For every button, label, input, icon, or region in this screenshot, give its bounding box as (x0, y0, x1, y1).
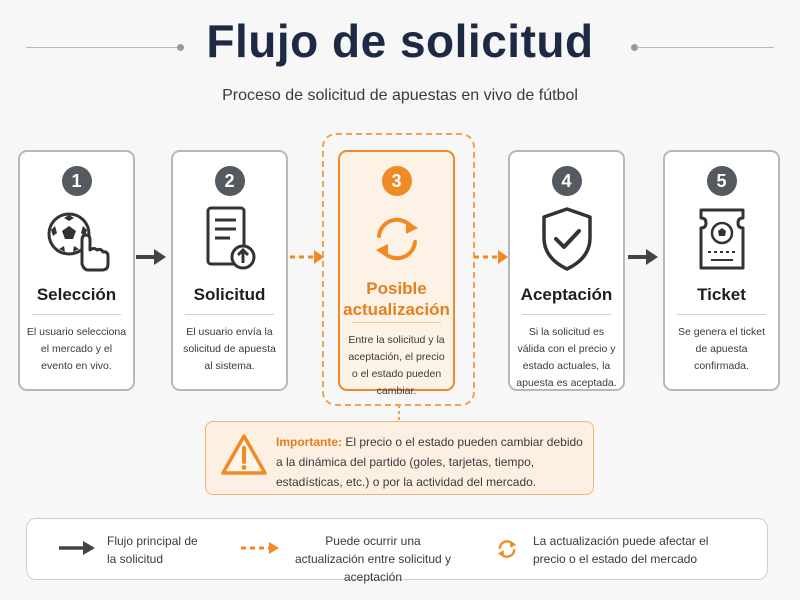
step-description: El usuario envía la solicitud de apuesta… (183, 326, 276, 372)
important-note-lead: Importante: (276, 435, 342, 449)
step-divider (522, 314, 611, 315)
legend-item-impact: La actualización puede afectar el precio… (533, 534, 709, 566)
solid-arrow-icon (59, 541, 95, 555)
document-upload-icon (206, 206, 255, 270)
step-card-ticket: 5 Ticket Se genera el ticket de apuesta … (663, 150, 780, 391)
step-divider (32, 314, 121, 315)
warning-icon (221, 434, 267, 475)
step-name: Solicitud (193, 285, 266, 304)
solid-flow-arrow (628, 249, 658, 265)
dashed-update-arrow (474, 250, 508, 264)
step-number: 3 (381, 166, 412, 196)
soccer-ball-tap-icon (47, 212, 109, 272)
legend: Flujo principal de la solicitud Puede oc… (26, 518, 768, 584)
step-name: Posible actualización (343, 279, 450, 319)
page-title: Flujo de solicitud (206, 15, 594, 67)
refresh-icon (375, 217, 418, 261)
step-description: Se genera el ticket de apuesta confirmad… (678, 326, 765, 372)
legend-item-update: Puede ocurrir una actualización entre so… (294, 534, 452, 584)
step-description: El usuario selecciona el mercado y el ev… (26, 326, 127, 372)
step-name: Ticket (697, 285, 746, 304)
dashed-update-arrow (290, 250, 324, 264)
step-card-aceptacion: 4 Aceptación Si la solicitud es válida c… (508, 150, 625, 391)
important-note-text: Importante: El precio o el estado pueden… (276, 432, 583, 492)
refresh-icon (497, 540, 517, 558)
step-divider (352, 322, 441, 323)
page-subtitle: Proceso de solicitud de apuestas en vivo… (222, 87, 578, 104)
title-divider-left-dot (177, 44, 184, 51)
solid-flow-arrow (136, 249, 166, 265)
step-number: 5 (706, 166, 737, 196)
step-card-solicitud: 2 Solicitud El usuario envía la solicitu… (171, 150, 288, 391)
important-note: Importante: El precio o el estado pueden… (205, 421, 594, 495)
step-divider (185, 314, 274, 315)
step-description: Entre la solicitud y la aceptación, el p… (348, 334, 445, 397)
title-divider-left (26, 47, 178, 48)
step-description: Si la solicitud es válida con el precio … (516, 326, 617, 389)
title-divider-right-dot (631, 44, 638, 51)
step-number: 4 (551, 166, 582, 196)
title-divider-right (637, 47, 774, 48)
step-card-seleccion: 1 Selección El usuario selecciona el mer… (18, 150, 135, 391)
note-connector (398, 405, 400, 423)
legend-item-main-flow: Flujo principal de la solicitud (107, 534, 198, 566)
step-number: 1 (61, 166, 92, 196)
shield-check-icon (541, 207, 592, 271)
dashed-arrow-icon (241, 542, 279, 554)
step-name: Selección (36, 285, 117, 304)
step-divider (677, 314, 766, 315)
important-note-body: El precio o el estado pueden cambiar deb… (276, 435, 583, 489)
step-name: Aceptación (520, 285, 613, 304)
step-number: 2 (214, 166, 245, 196)
step-card-posible-actualizacion: 3 Posible actualización Entre la solicit… (338, 150, 455, 397)
ticket-icon (699, 208, 744, 270)
